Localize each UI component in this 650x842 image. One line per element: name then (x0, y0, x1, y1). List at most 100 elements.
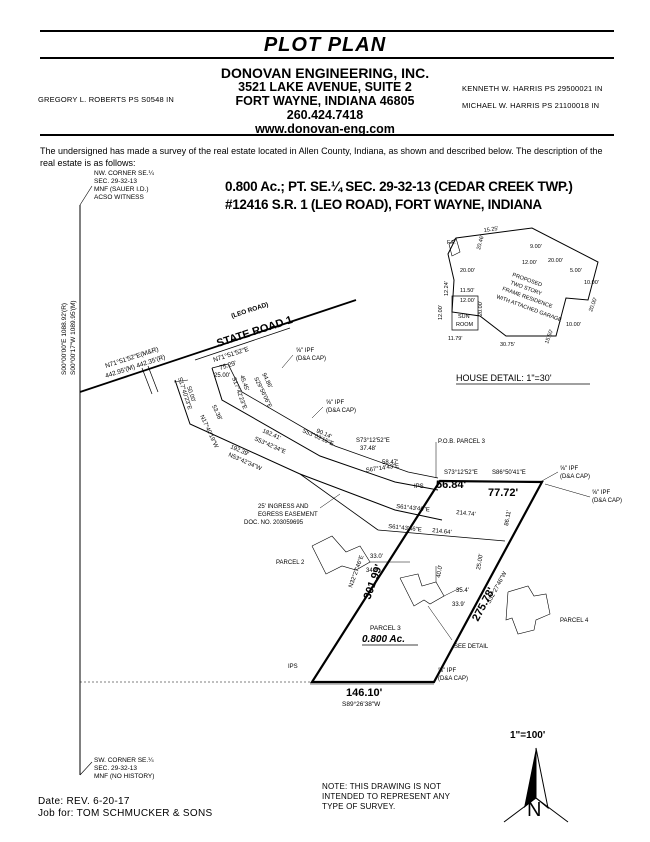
bearing-s61a: S61°43'46"E (396, 504, 430, 513)
sunroom-label-1: SUN (458, 314, 470, 320)
firm-block: DONOVAN ENGINEERING, INC. 3521 LAKE AVEN… (160, 66, 490, 136)
house-d-12-00b: 12.00' (460, 298, 475, 304)
intro-text: The undersigned has made a survey of the… (40, 146, 603, 168)
top-rule (40, 30, 614, 32)
firm-phone: 260.424.7418 (286, 108, 364, 122)
ips-label-1: IPS (414, 484, 424, 490)
leader-line (427, 605, 453, 641)
dacap-label-3: (D&A CAP) (560, 474, 590, 480)
tick-line (141, 367, 153, 395)
ipf-label-3: ⅝" IPF (560, 466, 578, 472)
distance-58-47: 58.47' (382, 460, 398, 466)
distance-33-0: 33.0' (370, 554, 383, 560)
bearing-s89: S89°26'38"W (342, 700, 381, 708)
sw-corner-line: MNF (NO HISTORY) (94, 773, 155, 780)
house-d-11-50: 11.50' (460, 288, 474, 294)
distance-35-4: 35.4' (456, 588, 469, 594)
easement-line-2: EGRESS EASEMENT (258, 512, 318, 518)
house-d-12-00c: 12.00' (438, 305, 444, 320)
distance-34-5: 34.5' (366, 568, 379, 574)
setback-line (443, 587, 461, 597)
nw-corner-line: SEC. 29-32-13 (94, 178, 137, 185)
house-detail-label: HOUSE DETAIL: 1"=30' (456, 373, 552, 383)
house-d-10-00a: 10.00' (584, 280, 599, 286)
bearing-n17: N17°40'19"W (198, 414, 219, 449)
easement-south (377, 529, 506, 542)
house-d-11-79: 11.79' (448, 336, 462, 342)
ipf-label-4: ⅝" IPF (592, 490, 610, 496)
north-arrow-base (503, 797, 569, 823)
surveyor-right-1: KENNETH W. HARRIS PS 29500021 IN (462, 84, 603, 93)
bearing-s86: S86°50'41"E (492, 470, 526, 476)
road-name-label: STATE ROAD 1 (215, 314, 294, 350)
revision-date: Date: REV. 6-20-17 (38, 796, 130, 807)
surveyor-left: GREGORY L. ROBERTS PS S0548 IN (38, 95, 175, 104)
note-line: TYPE OF SURVEY. (322, 802, 396, 811)
distance-25-00b: 25.00' (476, 553, 485, 570)
parcel-2-label: PARCEL 2 (276, 560, 305, 566)
proposed-house-outline (399, 573, 445, 607)
road-sub-label: (LEO ROAD) (230, 301, 269, 320)
surveyor-right-2: MICHAEL W. HARRIS PS 21100018 IN (462, 101, 600, 110)
bearing-s53b: S53°42'34"E (253, 436, 286, 455)
survey-note: NOTE: THIS DRAWING IS NOT INTENDED TO RE… (322, 782, 450, 812)
see-detail-label: SEE DETAIL (454, 644, 489, 650)
tick-line (173, 379, 189, 383)
north-letter: N (527, 799, 541, 821)
bearing-s67: S67°14'43"E (365, 463, 399, 474)
house-d-20-00a: 20.00' (548, 258, 563, 264)
west-line-r-label: S00°00'00"E 1088.92'(R) (60, 303, 68, 375)
parcel-2-house (311, 535, 371, 575)
house-d-20-46: 20.46' (476, 235, 486, 251)
house-d-15-50: 15.50' (544, 329, 555, 345)
note-line: NOTE: THIS DRAWING IS NOT (322, 782, 442, 791)
firm-website: www.donovan-eng.com (255, 122, 395, 136)
easement-line-1: 25' INGRESS AND (258, 504, 309, 510)
note-line: INTENDED TO REPRESENT ANY (322, 792, 451, 801)
parcel-3-boundary (309, 479, 544, 684)
ipf-label-2: ⅝" IPF (326, 400, 344, 406)
easement-connector (299, 473, 379, 531)
house-d-12-00: 12.00' (522, 260, 537, 266)
distance-275-78: 275.78' (470, 585, 498, 623)
distance-86-11: 86.11' (504, 510, 513, 527)
distance-214-64: 214.64' (432, 528, 452, 536)
leader-line (79, 761, 93, 776)
distance-40-0: 40.0' (436, 565, 444, 579)
nw-corner-note: NW. CORNER SE.¼ SEC. 29-32-13 MNF (SAUER… (94, 170, 154, 202)
west-line-m-label: S00°00'17"W 1089.95'(M) (69, 300, 77, 375)
property-line-1: 0.800 Ac.; PT. SE.¼ SEC. 29-32-13 (CEDAR… (225, 179, 573, 194)
property-description: 0.800 Ac.; PT. SE.¼ SEC. 29-32-13 (CEDAR… (225, 178, 573, 214)
parcel-line-north (227, 363, 439, 479)
state-road-centerline (79, 299, 357, 393)
distance-33-9: 33.9' (452, 602, 465, 608)
boundary-segment (211, 363, 229, 369)
parcel-4-label: PARCEL 4 (560, 618, 589, 624)
sw-corner-line: SEC. 29-32-13 (94, 765, 137, 772)
house-d-20-00c: 20.00' (588, 297, 599, 313)
distance-214-74: 214.74' (456, 510, 476, 518)
parcel-3-label: PARCEL 3 (370, 625, 401, 632)
sw-corner-note: SW. CORNER SE.¼ SEC. 29-32-13 MNF (NO HI… (94, 757, 154, 781)
easement-line-inner (211, 367, 439, 491)
house-d-15-25: 15.25' (483, 226, 499, 234)
property-line-2: #12416 S.R. 1 (LEO ROAD), FORT WAYNE, IN… (225, 197, 542, 212)
house-d-10-00b: 10.00' (566, 322, 581, 328)
leader-line (79, 185, 93, 206)
north-arrow-left (524, 748, 536, 808)
fireplace-outline (448, 237, 461, 257)
house-detail: F.P. 15.25' 20.46' 9.00' 20.00' 5.00' 12… (438, 226, 599, 385)
leader-line (539, 471, 559, 483)
footer-block: Date: REV. 6-20-17 Job for: TOM SCHMUCKE… (38, 796, 212, 820)
parcel-3-acres: 0.800 Ac. (362, 634, 405, 645)
header-rule (40, 134, 614, 136)
ips-label-2: IPS (288, 664, 298, 670)
distance-146-10: 146.10' (346, 687, 383, 699)
house-d-2-00: 20.00' (478, 301, 484, 316)
distance-77-72: 77.72' (488, 487, 519, 499)
title-rule (40, 57, 614, 59)
house-d-20-00b: 20.00' (460, 268, 475, 274)
house-d-30-75: 30.75' (500, 342, 515, 348)
house-d-5-00: 5.00' (570, 268, 582, 274)
